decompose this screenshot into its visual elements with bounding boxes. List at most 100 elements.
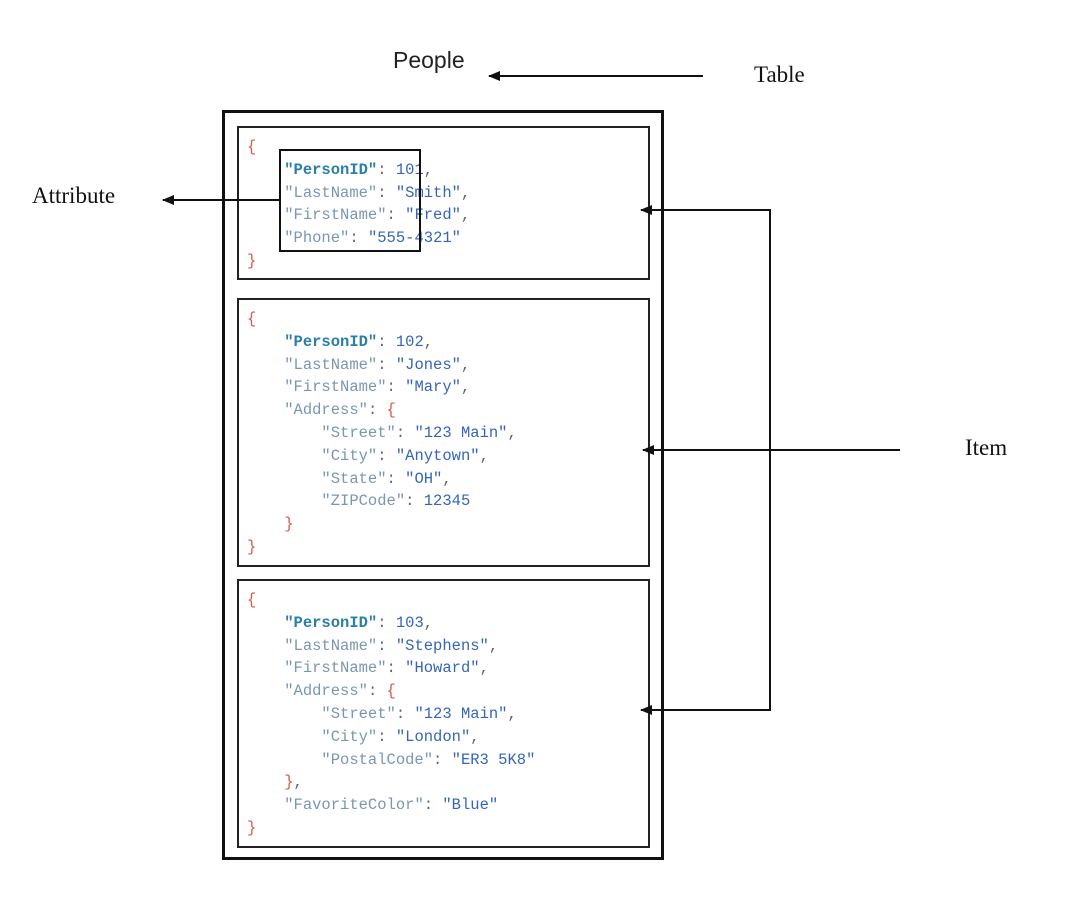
code-token: , — [460, 206, 471, 225]
code-token: { — [247, 591, 257, 609]
code-token: "Street" — [321, 423, 396, 442]
code-line: } — [247, 513, 517, 536]
code-token: : — [395, 704, 415, 723]
code-token: "123 Main" — [414, 704, 508, 723]
code-line: }, — [247, 771, 535, 794]
code-token: "Stephens" — [395, 636, 489, 655]
code-line: "PersonID": 102, — [247, 331, 517, 354]
code-token: 103 — [395, 613, 424, 632]
code-token: "LastName" — [284, 636, 378, 655]
code-token: "ER3 5K8" — [451, 750, 536, 769]
code-token: 101 — [395, 160, 424, 179]
code-token: , — [479, 446, 489, 465]
code-token: "Anytown" — [395, 446, 480, 465]
code-token: , — [423, 160, 434, 179]
code-token: , — [423, 332, 434, 351]
code-token: "Phone" — [284, 229, 350, 248]
item-label: Item — [965, 435, 1008, 460]
code-token: , — [460, 355, 471, 374]
code-token: "123 Main" — [414, 423, 508, 442]
code-token: "FavoriteColor" — [284, 796, 424, 815]
code-line: "Street": "123 Main", — [247, 422, 516, 445]
code-token: "Address" — [284, 682, 368, 701]
code-line: "Address": { — [247, 680, 535, 703]
code-token: , — [488, 636, 499, 655]
code-line: "PersonID": 101, — [247, 159, 470, 182]
item-json-3: { "PersonID": 103, "LastName": "Stephens… — [247, 589, 535, 840]
code-token: "PostalCode" — [321, 750, 434, 769]
code-token: : — [386, 469, 406, 488]
code-token: "PersonID" — [284, 613, 378, 632]
code-token: , — [423, 613, 434, 632]
attribute-label: Attribute — [32, 183, 116, 208]
code-token: } — [284, 773, 294, 792]
code-token: } — [247, 251, 257, 270]
code-token: : — [395, 423, 415, 442]
code-line: "City": "London", — [247, 726, 535, 749]
table-name: People — [393, 47, 465, 73]
code-token: 12345 — [423, 492, 471, 511]
code-token: "London" — [395, 727, 471, 746]
code-token: : — [377, 636, 396, 655]
item-bracket — [660, 209, 771, 711]
code-line: "FirstName": "Howard", — [247, 657, 535, 680]
code-token: "City" — [321, 446, 378, 465]
code-token: "State" — [321, 469, 387, 488]
code-token: : — [405, 492, 424, 511]
code-token: "Street" — [321, 704, 396, 723]
code-token: "FirstName" — [284, 659, 387, 678]
code-token: , — [470, 727, 480, 746]
code-token: : — [377, 446, 396, 465]
code-token: { — [386, 401, 396, 420]
code-line: "Address": { — [247, 399, 517, 422]
code-line: "ZIPCode": 12345 — [247, 490, 517, 513]
code-token: , — [479, 659, 489, 678]
code-token: , — [293, 773, 303, 792]
code-token: "555-4321" — [367, 229, 461, 248]
code-token: "PersonID" — [284, 332, 378, 351]
code-token: } — [284, 515, 294, 534]
code-line: "Street": "123 Main", — [247, 703, 535, 726]
code-token: : — [367, 682, 387, 701]
code-token: } — [247, 537, 257, 556]
code-token: } — [247, 818, 257, 837]
code-token: , — [442, 469, 452, 488]
code-line: "FavoriteColor": "Blue" — [247, 794, 535, 817]
code-token: : — [367, 401, 387, 420]
code-token: : — [377, 613, 396, 632]
code-token: "PersonID" — [284, 160, 378, 179]
code-token: : — [349, 229, 368, 248]
code-token: : — [377, 183, 396, 202]
code-token: : — [423, 796, 443, 815]
code-token: { — [247, 310, 257, 328]
code-token: , — [460, 183, 471, 202]
code-token: : — [377, 355, 396, 374]
code-token: "Blue" — [442, 796, 499, 815]
code-line: "LastName": "Smith", — [247, 182, 470, 205]
code-token: { — [247, 138, 257, 156]
code-line: "PostalCode": "ER3 5K8" — [247, 749, 535, 772]
item-box-3: { "PersonID": 103, "LastName": "Stephens… — [237, 579, 650, 848]
code-token: : — [377, 727, 396, 746]
code-token: : — [377, 160, 396, 179]
code-token: : — [386, 378, 406, 397]
code-token: "City" — [321, 727, 378, 746]
code-line: "State": "OH", — [247, 468, 517, 491]
code-line: } — [247, 817, 535, 840]
code-line: { — [247, 589, 535, 612]
code-line: "LastName": "Stephens", — [247, 635, 535, 658]
code-token: 102 — [395, 332, 424, 351]
code-token: { — [386, 682, 396, 701]
code-line: } — [247, 536, 517, 559]
code-line: "FirstName": "Mary", — [247, 376, 517, 399]
code-token: , — [507, 704, 517, 723]
attribute-highlight-box — [279, 149, 421, 252]
code-line: "PersonID": 103, — [247, 612, 535, 635]
code-token: : — [377, 332, 396, 351]
code-token: "FirstName" — [284, 378, 387, 397]
table-container — [222, 110, 664, 860]
code-line: "City": "Anytown", — [247, 445, 517, 468]
code-token: , — [460, 378, 471, 397]
code-line: } — [247, 250, 470, 273]
